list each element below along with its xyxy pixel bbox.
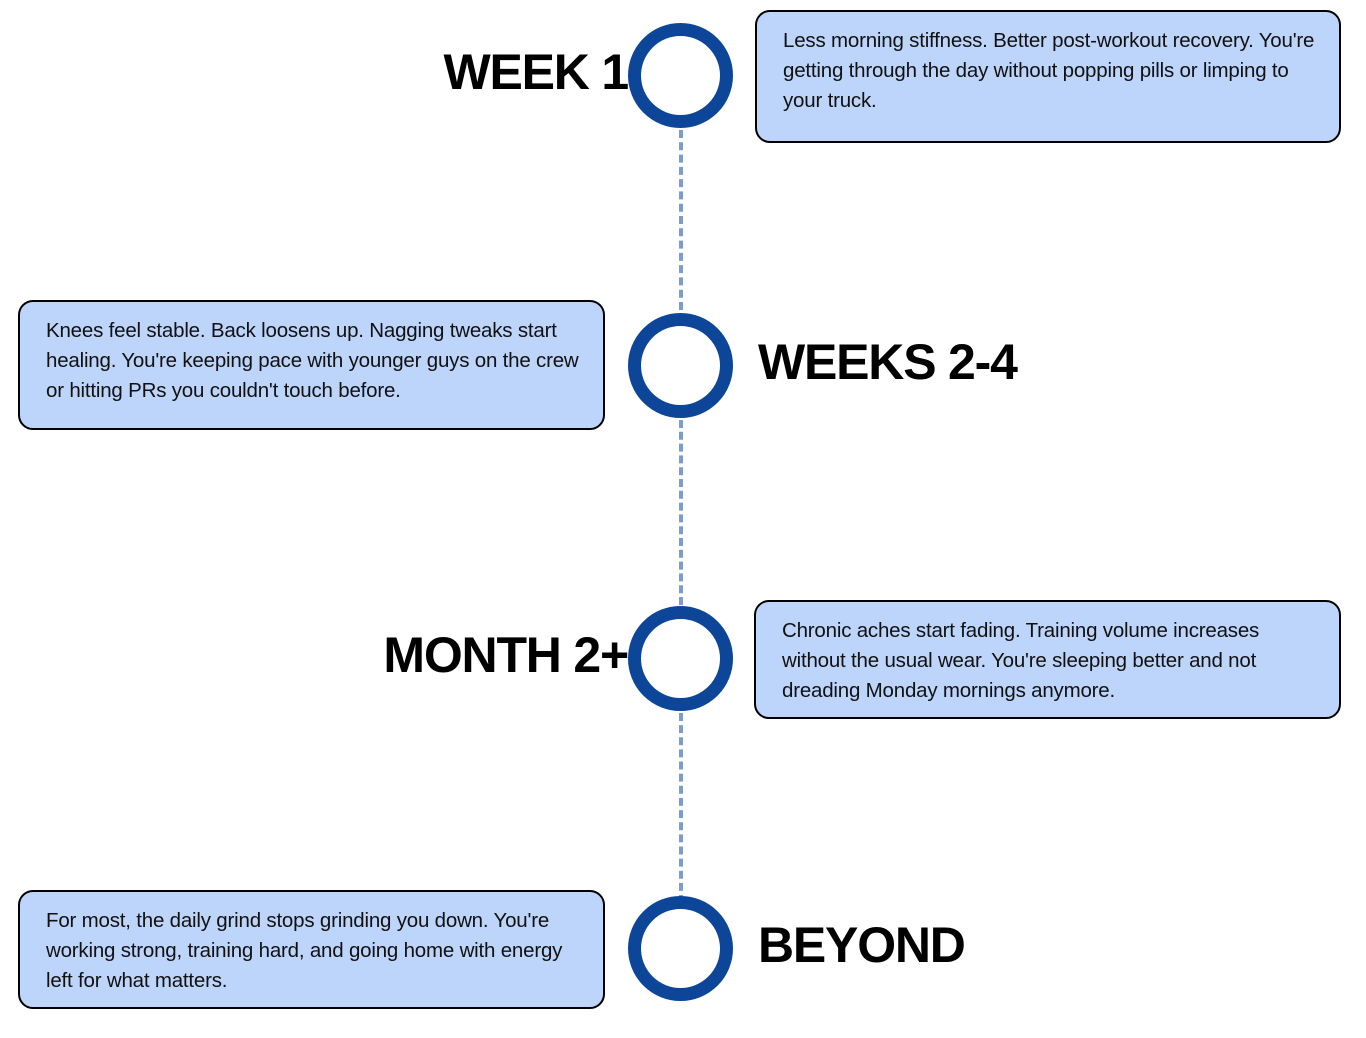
callout-bubble-3: Chronic aches start fading. Training vol… — [754, 600, 1341, 719]
callout-text-1: Less morning stiffness. Better post-work… — [783, 29, 1315, 113]
connector-line-1 — [679, 130, 683, 310]
callout-bubble-4: For most, the daily grind stops grinding… — [18, 890, 605, 1009]
timeline-marker-icon-2 — [628, 313, 733, 418]
stage-label-4: BEYOND — [758, 917, 966, 973]
connector-line-3 — [679, 713, 683, 903]
callout-text-3: Chronic aches start fading. Training vol… — [782, 619, 1260, 703]
stage-label-2: WEEKS 2-4 — [758, 334, 1018, 390]
callout-text-4: For most, the daily grind stops grinding… — [46, 909, 563, 993]
connector-line-2 — [679, 420, 683, 605]
callout-bubble-1: Less morning stiffness. Better post-work… — [755, 10, 1341, 143]
timeline-marker-icon-1 — [628, 23, 733, 128]
stage-label-3: MONTH 2+ — [383, 627, 629, 683]
callout-text-2: Knees feel stable. Back loosens up. Nagg… — [46, 319, 579, 403]
timeline-marker-icon-4 — [628, 896, 733, 1001]
stage-label-1: WEEK 1 — [443, 44, 630, 100]
callout-bubble-2: Knees feel stable. Back loosens up. Nagg… — [18, 300, 605, 430]
timeline-marker-icon-3 — [628, 606, 733, 711]
